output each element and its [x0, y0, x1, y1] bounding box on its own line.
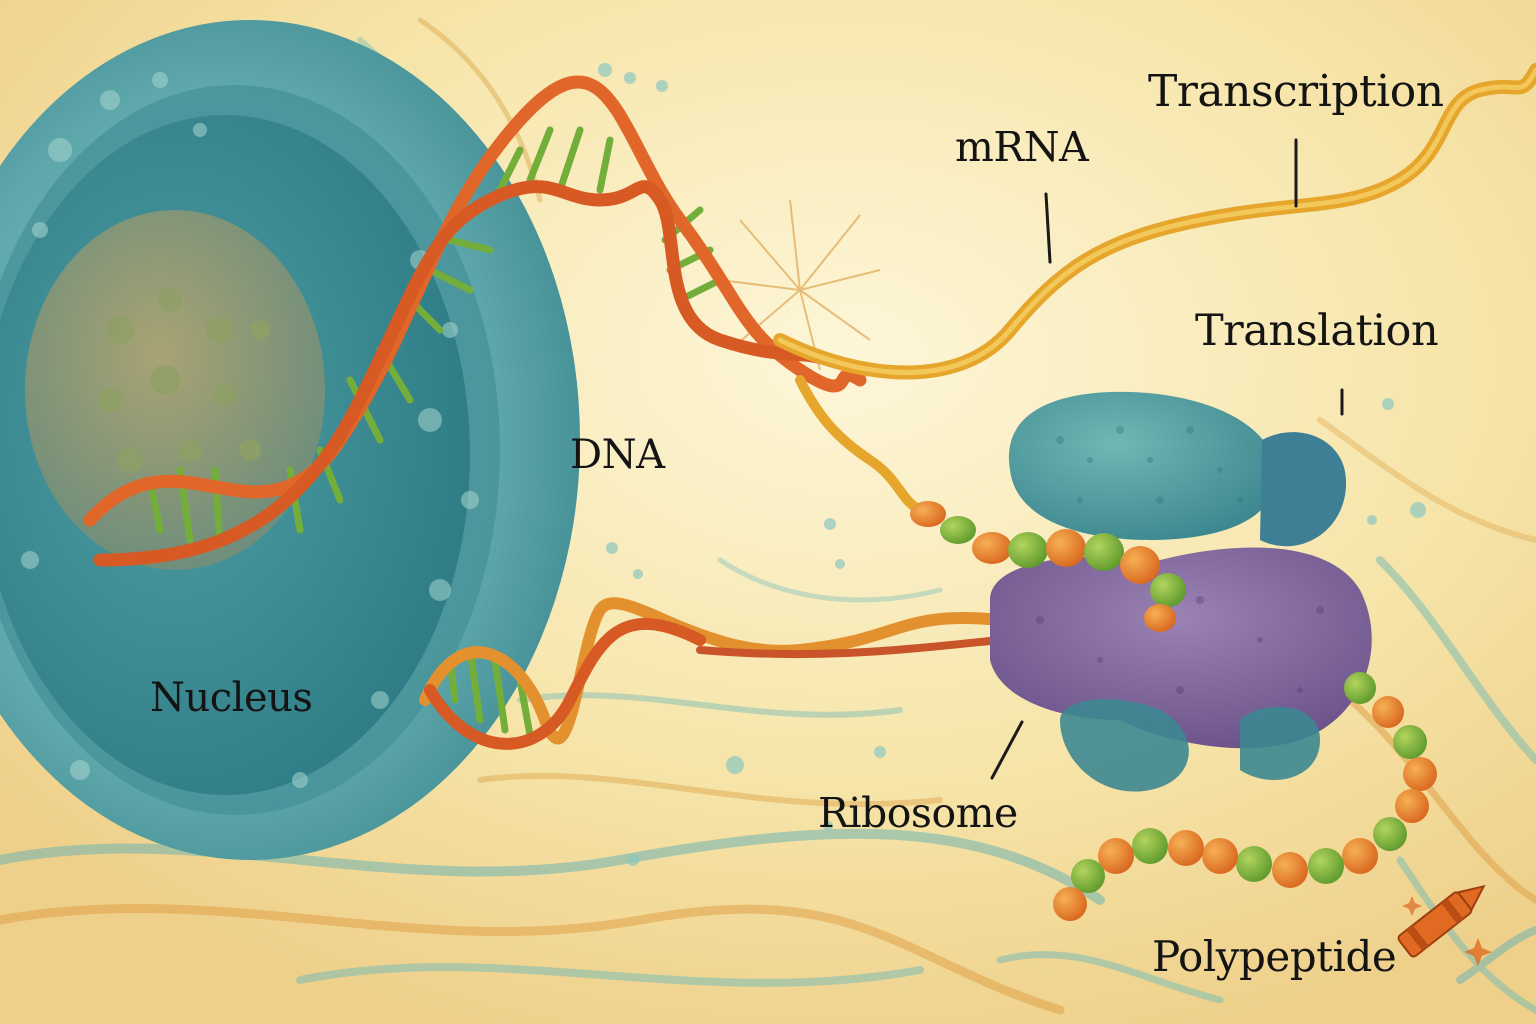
label-mrna: mRNA: [955, 123, 1089, 171]
dna-helix: [83, 75, 867, 567]
ribosome-large-subunit: [1008, 391, 1277, 540]
label-nucleus: Nucleus: [150, 675, 313, 721]
crayon-icon: [1397, 884, 1486, 958]
dna-strand-2: [93, 180, 837, 567]
label-translation: Translation: [1195, 306, 1439, 356]
dna-strand-1: [83, 75, 867, 527]
label-transcription: Transcription: [1148, 66, 1444, 117]
nucleus: [0, 20, 580, 860]
ribosome-small-subunit: [990, 547, 1372, 749]
ribosome: [990, 391, 1372, 792]
polypeptide-chain: [1053, 672, 1437, 921]
label-ribosome: Ribosome: [818, 789, 1018, 837]
label-dna: DNA: [570, 432, 665, 478]
floating-particles: [598, 63, 1426, 866]
label-leader-lines: [990, 138, 1344, 780]
mrna-codon-beads: [910, 501, 1186, 632]
label-polypeptide: Polypeptide: [1152, 932, 1397, 981]
mrna-strand: [773, 63, 1536, 515]
ribosome-side-lobe: [1260, 432, 1347, 547]
sparkle-icon: [1402, 896, 1492, 966]
nuclear-pores: [21, 72, 479, 788]
